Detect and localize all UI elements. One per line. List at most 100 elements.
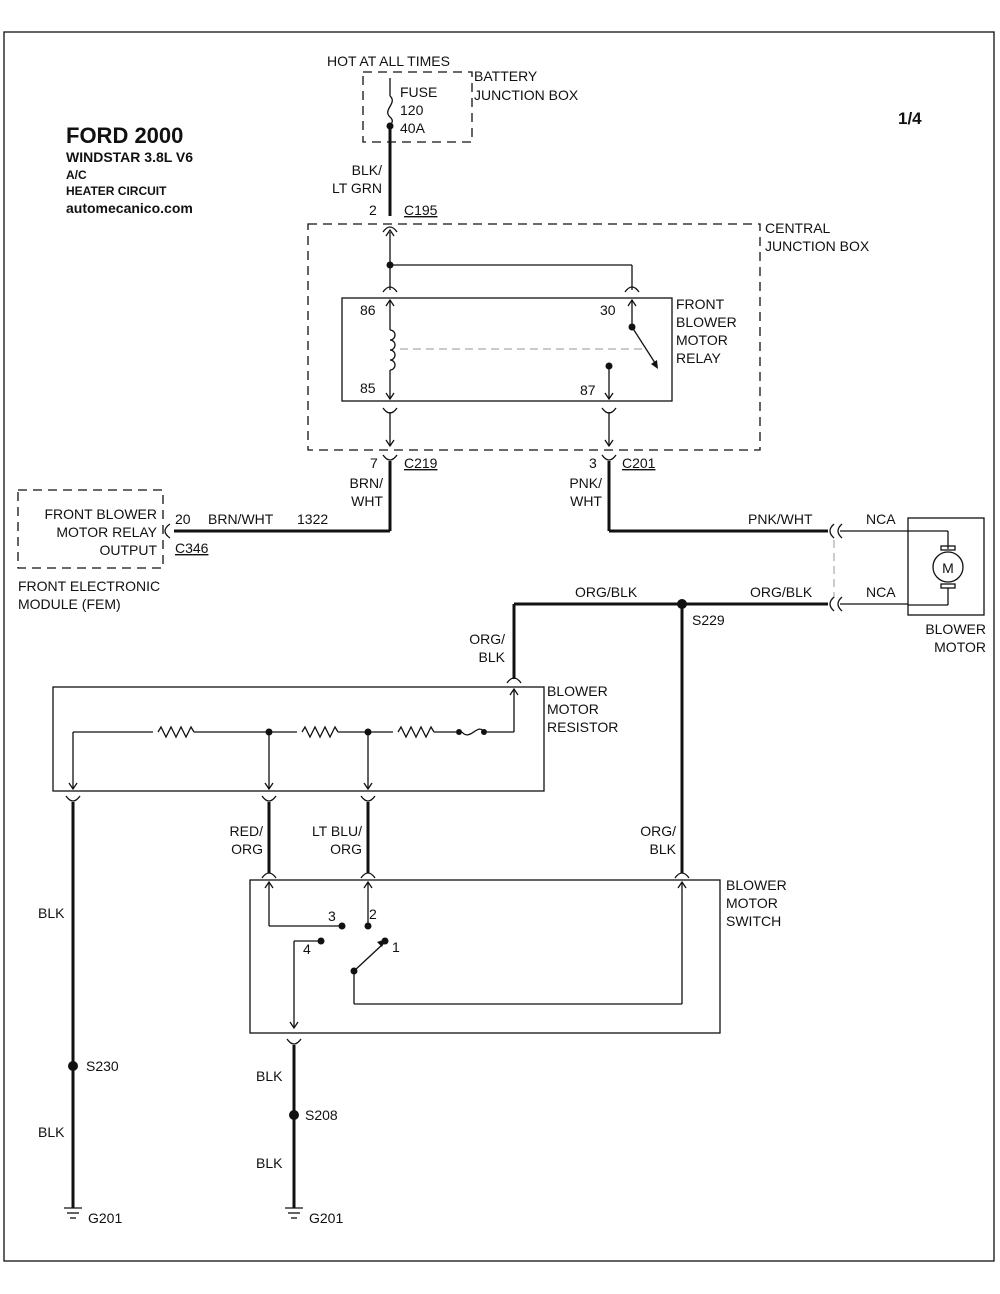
switch-contact-2 xyxy=(364,922,372,930)
thermal-fuse-dot-left xyxy=(456,729,462,735)
relay-pin-85: 85 xyxy=(360,380,376,396)
wire-label-brn-wht-2: WHT xyxy=(351,493,383,509)
battery-junction-box xyxy=(362,71,473,143)
splice-s230-label: S230 xyxy=(86,1058,119,1074)
connector-c195-symbol xyxy=(382,226,398,233)
jb-87-arrow xyxy=(604,439,614,448)
front-electronic-module xyxy=(17,489,164,569)
switch-arm-arrowhead xyxy=(377,939,386,947)
switch-label-2: MOTOR xyxy=(726,895,778,911)
wire-label-org-blk-v2: BLK xyxy=(479,649,506,665)
switch-pos-4: 4 xyxy=(303,941,311,957)
wire-label-brn-wht-h: BRN/WHT xyxy=(208,511,274,527)
relay-pin-30: 30 xyxy=(600,302,616,318)
relay-30-arrow xyxy=(627,298,637,307)
connector-c195-arrow xyxy=(385,228,395,237)
central-box-label-1: CENTRAL xyxy=(765,220,831,236)
connector-c195-label: C195 xyxy=(404,202,438,218)
relay-coil-icon xyxy=(389,329,396,371)
ground-g201-right-icon xyxy=(285,1207,303,1219)
wire-label-ltblu-org-2: ORG xyxy=(330,841,362,857)
wire-label-org-blk-h2: ORG/BLK xyxy=(750,584,813,600)
wire-label-ltblu-org-1: LT BLU/ xyxy=(312,823,362,839)
switch-pos-2: 2 xyxy=(369,906,377,922)
relay-30-connector xyxy=(624,286,640,293)
vehicle-model: WINDSTAR 3.8L V6 xyxy=(66,149,193,165)
motor-connector-top xyxy=(829,523,843,539)
wire-label-pnk-wht-1: PNK/ xyxy=(569,475,602,491)
wire-label-pnk-wht-2: WHT xyxy=(570,493,602,509)
fuse-label: FUSE xyxy=(400,84,437,100)
wire-label-blk-mid-1: BLK xyxy=(256,1068,283,1084)
central-junction-box xyxy=(307,223,761,451)
wire-label-pnk-wht-h: PNK/WHT xyxy=(748,511,813,527)
resistor-input-connector xyxy=(506,677,522,684)
connector-c195-pin: 2 xyxy=(369,202,377,218)
relay-85-arrow xyxy=(385,392,395,401)
switch-orgblk-connector xyxy=(674,872,690,879)
resistor-label-1: BLOWER xyxy=(547,683,608,699)
circuit-label: HEATER CIRCUIT xyxy=(66,184,167,198)
resistor-out-red-arrow xyxy=(264,782,274,791)
resistor-red-connector xyxy=(261,795,277,802)
page-number: 1/4 xyxy=(898,109,922,128)
relay-pin-86: 86 xyxy=(360,302,376,318)
fem-output-label-1: FRONT BLOWER xyxy=(44,506,157,522)
motor-brush-bottom xyxy=(940,583,956,589)
connector-c219-pin: 7 xyxy=(370,455,378,471)
wire-label-org-blk-sw2: BLK xyxy=(650,841,677,857)
resistor-element-1-icon xyxy=(397,725,435,739)
resistor-ltblu-connector xyxy=(360,795,376,802)
wire-label-blk-ltgrn-2: LT GRN xyxy=(332,180,382,196)
diagram-title: FORD 2000 xyxy=(66,123,183,148)
central-box-label-2: JUNCTION BOX xyxy=(765,238,870,254)
switch-pos-1: 1 xyxy=(392,939,400,955)
fem-caption-2: MODULE (FEM) xyxy=(18,596,121,612)
switch-label-3: SWITCH xyxy=(726,913,781,929)
fuse-number: 120 xyxy=(400,102,424,118)
wire-label-blk-left-1: BLK xyxy=(38,905,65,921)
jb-85-arrow xyxy=(385,439,395,448)
connector-c219-symbol xyxy=(382,454,398,461)
connector-c346-symbol xyxy=(164,523,171,539)
ground-g201-right-label: G201 xyxy=(309,1210,343,1226)
motor-connector-bottom xyxy=(829,596,843,612)
relay-87-arrow xyxy=(604,392,614,401)
motor-brush-top xyxy=(940,545,956,551)
fem-output-label-2: MOTOR RELAY xyxy=(56,524,157,540)
wire-label-nca-bottom: NCA xyxy=(866,584,896,600)
connector-c201-pin: 3 xyxy=(589,455,597,471)
site-label: automecanico.com xyxy=(66,200,193,216)
fuse-rating: 40A xyxy=(400,120,426,136)
battery-box-label-1: BATTERY xyxy=(474,68,538,84)
switch-pos-3: 3 xyxy=(328,908,336,924)
switch-ground-connector xyxy=(286,1038,302,1045)
relay-label-3: MOTOR xyxy=(676,332,728,348)
blower-motor-switch xyxy=(249,879,721,1034)
blower-motor-resistor xyxy=(52,686,545,792)
connector-c201-symbol xyxy=(601,454,617,461)
wire-label-red-org-1: RED/ xyxy=(230,823,264,839)
blower-motor-box xyxy=(907,517,985,616)
resistor-element-3-icon xyxy=(157,725,195,739)
switch-arm xyxy=(353,943,384,972)
wire-label-blk-left-2: BLK xyxy=(38,1124,65,1140)
system-label: A/C xyxy=(66,168,87,182)
fuse-icon xyxy=(387,95,393,128)
relay-label-1: FRONT xyxy=(676,296,725,312)
thermal-fuse-icon xyxy=(461,728,485,736)
resistor-out-ltblu-arrow xyxy=(363,782,373,791)
wire-label-brn-wht-1: BRN/ xyxy=(350,475,384,491)
circuit-number-1322: 1322 xyxy=(297,511,328,527)
wire-label-blk-ltgrn-1: BLK/ xyxy=(352,162,382,178)
connector-c346-label: C346 xyxy=(175,540,209,556)
front-blower-motor-relay xyxy=(341,297,673,402)
connector-c219-label: C219 xyxy=(404,455,438,471)
resistor-label-2: MOTOR xyxy=(547,701,599,717)
splice-s208-label: S208 xyxy=(305,1107,338,1123)
relay-pin-87: 87 xyxy=(580,382,596,398)
wire-label-blk-mid-2: BLK xyxy=(256,1155,283,1171)
connector-c346-pin: 20 xyxy=(175,511,191,527)
switch-contact-3 xyxy=(338,922,346,930)
